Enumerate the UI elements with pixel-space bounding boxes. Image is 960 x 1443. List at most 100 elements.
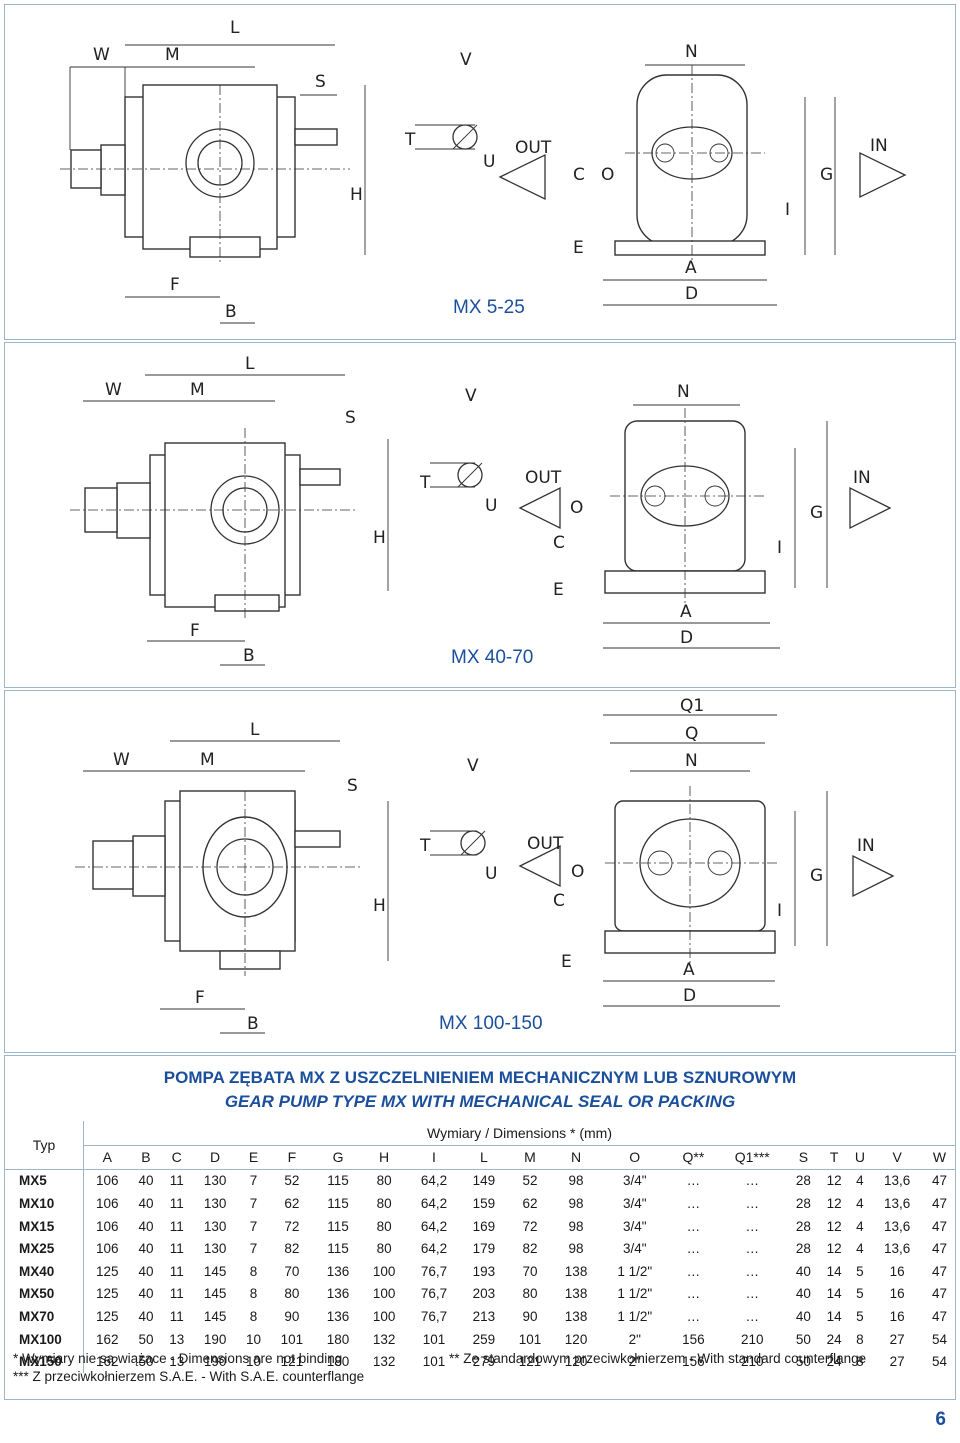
table-cell: 13 [169,1354,185,1370]
table-cell: 12 [826,1195,842,1211]
table-cell: 47 [931,1241,948,1257]
table-cell: 106 [96,1241,119,1257]
dim-C-1: C [573,165,585,185]
table-cell: 2" [628,1331,641,1347]
table-cell: 28 [795,1218,811,1234]
table-cell: 40 [138,1308,154,1324]
column-header-6: G [314,1145,362,1170]
table-cell: 27 [889,1331,905,1347]
table-cell: 50 [795,1331,811,1347]
label-IN-1: IN [870,136,888,156]
table-cell: 16 [889,1263,905,1279]
dim-D-2: D [680,628,693,648]
label-OUT-2: OUT [525,468,562,488]
label-IN-3: IN [857,836,875,856]
table-cell: 180 [326,1331,350,1347]
table-cell: 13,6 [883,1195,911,1211]
dim-G-3: G [810,866,823,886]
dim-D-3: D [683,986,696,1006]
table-cell: 136 [326,1263,350,1279]
table-cell: 52 [284,1173,300,1189]
table-cell: 5 [856,1286,864,1302]
dim-W-1: W [93,45,110,65]
table-cell: … [745,1286,760,1302]
dim-N-3: N [685,751,698,771]
table-cell: 4 [856,1195,864,1211]
table-cell: 3/4" [622,1241,647,1257]
column-header-19: W [924,1145,955,1170]
table-cell: 7 [249,1173,258,1189]
column-header-9: L [460,1145,507,1170]
table-cell: 138 [564,1263,588,1279]
model-label-mx5-25: MX 5-25 [453,297,525,318]
table-cell: 80 [376,1218,392,1234]
table-cell: 16 [889,1286,905,1302]
table-cell: 13,6 [883,1241,911,1257]
dim-C-3: C [553,891,565,911]
dim-T-3: T [419,836,431,856]
table-cell: 47 [931,1195,948,1211]
table-cell: … [686,1173,701,1189]
table-cell: 190 [203,1354,227,1370]
pump-drawing-mx5-25: W M L S H F B V T U OUT N IN C O E G [60,18,907,324]
table-cell: 72 [522,1218,538,1234]
table-cell: 54 [931,1354,948,1370]
table-title-english: GEAR PUMP TYPE MX WITH MECHANICAL SEAL O… [224,1092,736,1111]
table-cell: 98 [568,1195,584,1211]
model-label-mx40-70: MX 40-70 [451,647,534,668]
table-cell: 279 [472,1354,496,1370]
table-cell: 145 [203,1286,227,1302]
table-cell: 125 [96,1263,119,1279]
table-cell: 121 [280,1354,304,1370]
column-header-7: H [361,1145,408,1170]
table-cell: 14 [826,1286,842,1302]
table-cell: 101 [518,1331,542,1347]
dim-Q-3: Q [685,724,698,744]
table-cell: 180 [326,1354,350,1370]
dim-Q1-3: Q1 [680,696,704,716]
column-header-17: U [849,1145,871,1170]
table-cell: 120 [564,1354,588,1370]
table-cell: 64,2 [420,1173,448,1189]
table-cell: 132 [372,1354,396,1370]
table-cell: … [745,1195,760,1211]
table-cell: 1 1/2" [617,1286,653,1302]
table-cell: 80 [376,1195,392,1211]
row-type-cell: MX100 [5,1327,84,1351]
table-cell: 27 [889,1354,905,1370]
model-label-mx100-150: MX 100-150 [439,1013,543,1034]
label-OUT-1: OUT [515,138,552,158]
dim-U-2: U [485,496,497,516]
table-cell: 24 [826,1331,842,1347]
dim-V-2: V [465,386,477,406]
table-cell: 70 [284,1263,300,1279]
table-cell: 100 [372,1286,396,1302]
table-cell: 101 [422,1331,446,1347]
table-cell: 10 [246,1354,262,1370]
dim-W-2: W [105,380,122,400]
table-cell: 70 [522,1263,538,1279]
table-cell: … [745,1218,760,1234]
dim-O-3: O [571,862,584,882]
table-cell: 8 [856,1354,864,1370]
table-cell: 259 [472,1331,496,1347]
label-OUT-3: OUT [527,834,564,854]
table-cell: 106 [96,1195,119,1211]
table-cell: 40 [138,1195,154,1211]
table-cell: 203 [472,1286,496,1302]
table-cell: 47 [931,1286,948,1302]
table-cell: 101 [422,1354,446,1370]
table-cell: 125 [96,1286,119,1302]
table-cell: 4 [856,1218,864,1234]
table-cell: 193 [472,1263,496,1279]
table-title-polish: POMPA ZĘBATA MX Z USZCZELNIENIEM MECHANI… [163,1068,797,1087]
table-cell: 7 [249,1241,258,1257]
table-cell: 5 [856,1308,864,1324]
